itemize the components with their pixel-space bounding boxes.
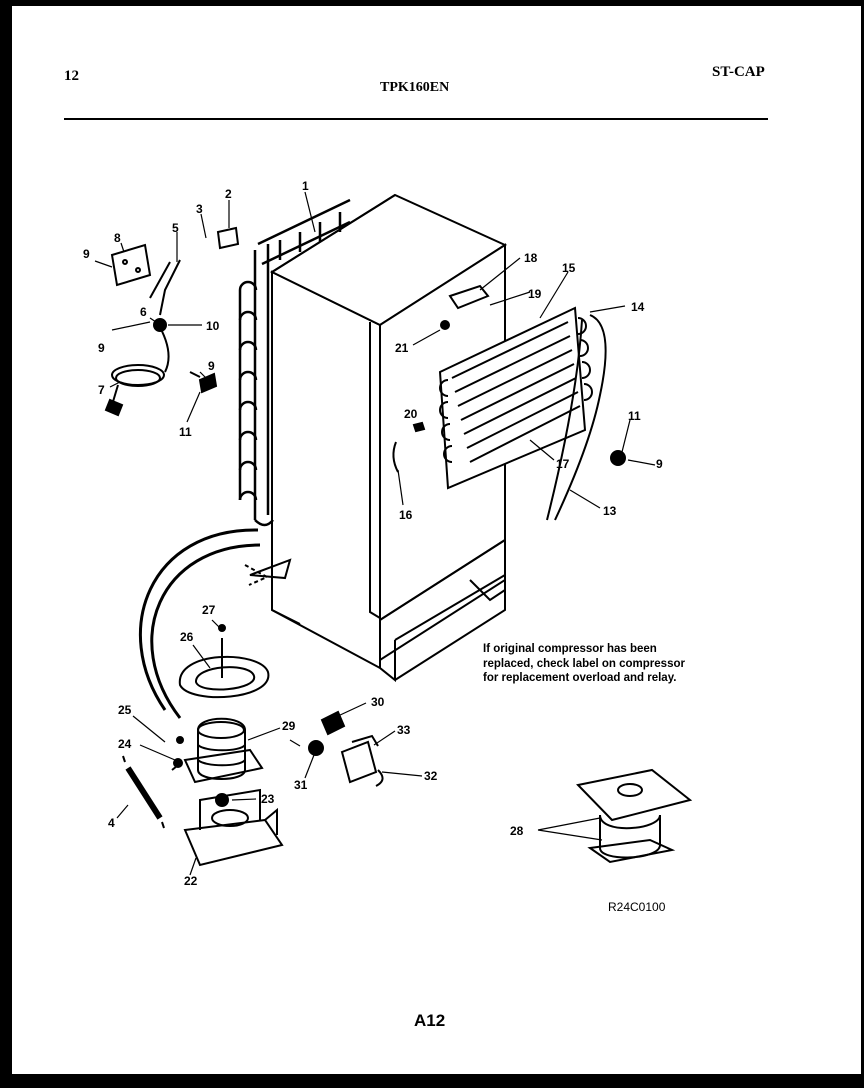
compressor <box>171 717 264 784</box>
callout-14: 14 <box>631 300 645 314</box>
model-number: TPK160EN <box>380 80 450 95</box>
leader-lines <box>94 191 656 876</box>
clip-21 <box>440 320 450 330</box>
callout-29: 29 <box>282 719 296 733</box>
callout-13: 13 <box>603 504 617 518</box>
callout-16: 16 <box>399 508 413 522</box>
scan-border-left <box>0 0 12 1088</box>
callout-labels: 1 2 3 4 5 6 7 8 9 9 9 9 10 11 11 13 14 1… <box>83 179 663 888</box>
drawing-code: R24C0100 <box>608 900 666 914</box>
callout-19: 19 <box>528 287 542 301</box>
power-cord-7 <box>104 321 170 417</box>
tube-16 <box>392 441 399 473</box>
callout-20: 20 <box>404 407 418 421</box>
callout-4: 4 <box>108 816 115 830</box>
callout-9-b: 9 <box>98 341 105 355</box>
header-rule <box>64 118 768 120</box>
compressor-replacement-note: If original compressor has been replaced… <box>483 643 685 684</box>
callout-15: 15 <box>562 261 576 275</box>
evaporator <box>438 306 607 521</box>
replacement-compressor <box>576 768 693 864</box>
callout-24: 24 <box>118 737 132 751</box>
callout-11-b: 11 <box>628 409 641 423</box>
thermostat-20 <box>412 421 426 433</box>
overload-31 <box>308 740 324 756</box>
callout-7: 7 <box>98 383 105 397</box>
switch-6-10 <box>149 259 181 332</box>
callout-9-d: 9 <box>656 457 663 471</box>
section-code: ST-CAP <box>712 64 765 80</box>
callout-8: 8 <box>114 231 121 245</box>
callout-10: 10 <box>206 319 220 333</box>
callout-1: 1 <box>302 179 309 193</box>
callout-27: 27 <box>202 603 216 617</box>
callout-22: 22 <box>184 874 198 888</box>
bracket-8 <box>110 243 152 287</box>
filter-drier <box>122 755 165 829</box>
callout-6: 6 <box>140 305 147 319</box>
callout-30: 30 <box>371 695 385 709</box>
callout-32: 32 <box>424 769 438 783</box>
page-number: 12 <box>64 68 79 84</box>
clip-11-left <box>189 371 218 394</box>
clip-11-right <box>610 450 626 466</box>
callout-3: 3 <box>196 202 203 216</box>
callout-9-a: 9 <box>83 247 90 261</box>
callout-18: 18 <box>524 251 538 265</box>
page-code: A12 <box>414 1011 446 1030</box>
callout-2: 2 <box>225 187 232 201</box>
bracket-18 <box>448 284 490 310</box>
condenser-coil <box>238 198 351 527</box>
callout-28: 28 <box>510 824 524 838</box>
callout-23: 23 <box>261 792 275 806</box>
clip-2 <box>216 226 240 250</box>
callout-5: 5 <box>172 221 179 235</box>
callout-9-c: 9 <box>208 359 215 373</box>
callout-25: 25 <box>118 703 132 717</box>
scan-border-right <box>861 0 864 1088</box>
callout-31: 31 <box>294 778 308 792</box>
callout-26: 26 <box>180 630 194 644</box>
relay-30 <box>320 710 346 736</box>
cover-33 <box>340 734 384 787</box>
drain-pan <box>178 624 270 699</box>
callout-33: 33 <box>397 723 411 737</box>
drain-tube <box>139 528 292 719</box>
callout-21: 21 <box>395 341 409 355</box>
scan-border-top <box>0 0 864 6</box>
cabinet <box>269 193 508 683</box>
scan-border-bottom <box>0 1074 864 1088</box>
callout-11-a: 11 <box>179 425 192 439</box>
mounting-base <box>183 788 284 867</box>
callout-17: 17 <box>556 457 570 471</box>
